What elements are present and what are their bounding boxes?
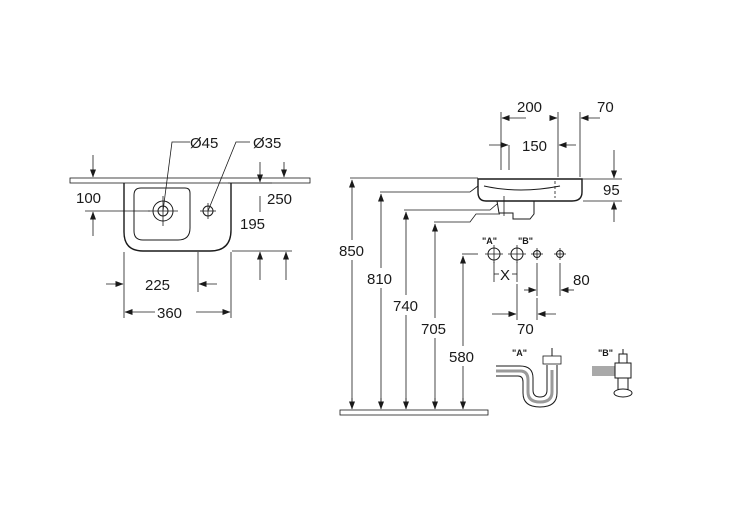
dim-95: 95 (603, 182, 620, 199)
dim-705: 705 (421, 321, 446, 338)
plan-view: Ø45 Ø35 100 250 195 225 360 (69, 135, 311, 322)
dim-dia-35: Ø35 (253, 135, 281, 152)
outlet-positions (485, 245, 566, 263)
dim-740: 740 (393, 298, 418, 315)
label-cross: X (500, 267, 510, 284)
dim-200: 200 (517, 99, 542, 116)
dim-100: 100 (76, 190, 101, 207)
dim-225: 225 (145, 277, 170, 294)
basin-outline (123, 183, 232, 252)
dim-70-bottom: 70 (517, 321, 534, 338)
dim-580: 580 (449, 349, 474, 366)
dim-250: 250 (267, 191, 292, 208)
dim-70-top: 70 (597, 99, 614, 116)
floor-strip (339, 409, 489, 416)
trap-a-drawing (496, 348, 562, 408)
label-hole-a: "A" (482, 236, 497, 246)
label-trap-a: "A" (512, 348, 527, 358)
wall-strip (69, 177, 311, 184)
dim-dia-45: Ø45 (190, 135, 218, 152)
elevation-view: 200 70 150 95 850 810 740 (338, 99, 633, 416)
trap-b-drawing (592, 349, 633, 398)
basin-bowl (133, 187, 191, 241)
dim-360: 360 (157, 305, 182, 322)
dim-195: 195 (240, 216, 265, 233)
waste-body (496, 200, 535, 220)
label-trap-b: "B" (598, 348, 613, 358)
dim-850: 850 (339, 243, 364, 260)
dim-810: 810 (367, 271, 392, 288)
basin-profile (477, 178, 583, 202)
dim-80: 80 (573, 272, 590, 289)
dim-150: 150 (522, 138, 547, 155)
label-hole-b: "B" (518, 236, 533, 246)
